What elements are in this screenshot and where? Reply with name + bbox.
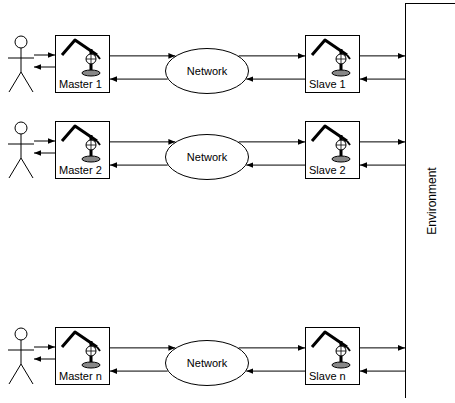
network-ellipse: Network: [165, 340, 249, 386]
signal-arrow: [246, 371, 305, 372]
master-box: Master 2: [55, 121, 110, 179]
environment-block: Environment: [405, 3, 455, 398]
node-label: Network: [187, 151, 227, 164]
signal-arrow: [246, 165, 305, 166]
operator-arrow: [34, 55, 55, 359]
node-label: Slave 2: [309, 164, 346, 177]
slave-box: Slave 1: [305, 35, 360, 93]
network-ellipse: Network: [165, 48, 249, 94]
signal-arrow: [360, 141, 405, 142]
signal-arrow: [360, 347, 405, 348]
signal-arrow: [110, 347, 175, 348]
node-label: Master n: [59, 370, 102, 383]
signal-arrow: [360, 55, 405, 56]
node-label: Network: [187, 65, 227, 78]
signal-arrow: [110, 79, 168, 80]
network-ellipse: Network: [165, 134, 249, 180]
node-label: Master 2: [59, 164, 102, 177]
signal-arrow: [360, 371, 405, 372]
signal-arrow: [110, 371, 168, 372]
signal-arrow: [239, 347, 305, 348]
node-label: Slave 1: [309, 78, 346, 91]
node-label: Environment: [425, 167, 438, 234]
signal-arrow: [239, 55, 305, 56]
robot-icon: [62, 40, 350, 368]
master-box: Master 1: [55, 35, 110, 93]
signal-arrow: [110, 55, 175, 56]
signal-arrow: [110, 141, 175, 142]
signal-arrow: [360, 79, 405, 80]
operator-figure: [8, 36, 34, 384]
node-label: Slave n: [309, 370, 346, 383]
node-label: Network: [187, 357, 227, 370]
slave-box: Slave 2: [305, 121, 360, 179]
node-label: Master 1: [59, 78, 102, 91]
slave-box: Slave n: [305, 327, 360, 385]
signal-arrow: [246, 79, 305, 80]
signal-arrow: [239, 141, 305, 142]
signal-arrow: [110, 165, 168, 166]
master-box: Master n: [55, 327, 110, 385]
signal-arrow: [360, 165, 405, 166]
